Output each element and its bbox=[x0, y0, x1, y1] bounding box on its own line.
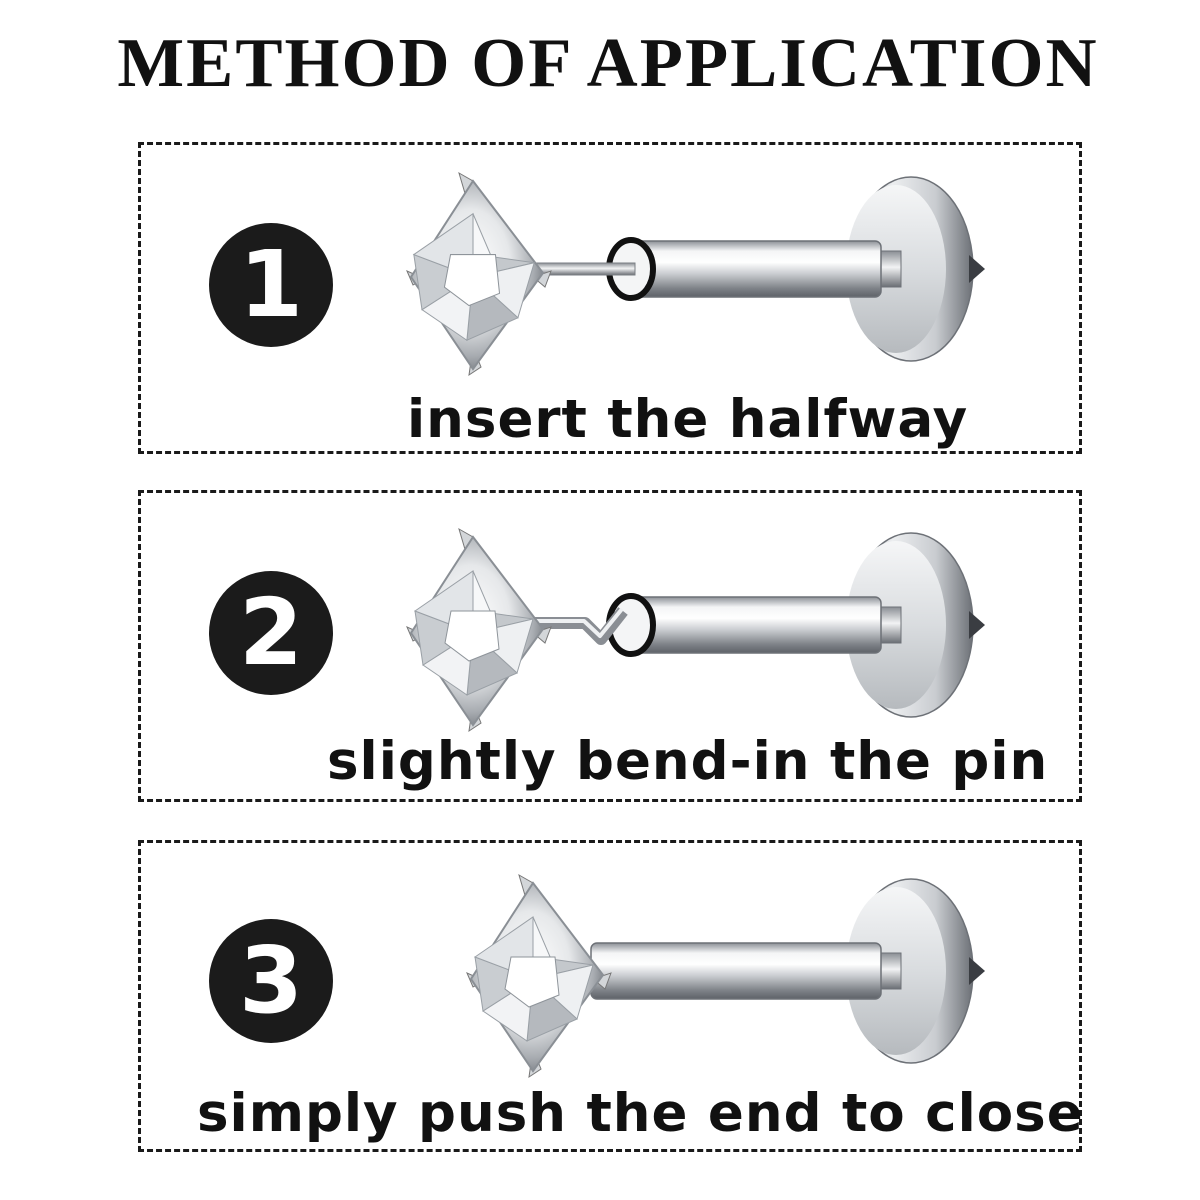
labret-stud-illustration bbox=[466, 873, 985, 1079]
step-2-panel: 2 slightly bend-in the pin bbox=[138, 490, 1082, 802]
step-1-panel: 1 insert the halfway bbox=[138, 142, 1082, 454]
step-number-badge: 2 bbox=[209, 571, 333, 695]
step-caption: slightly bend-in the pin bbox=[327, 731, 1049, 792]
step-caption: insert the halfway bbox=[407, 389, 969, 450]
labret-stud-illustration bbox=[406, 527, 985, 733]
step-number-badge: 1 bbox=[209, 223, 333, 347]
step-number-badge: 3 bbox=[209, 919, 333, 1043]
labret-stud-illustration bbox=[406, 171, 985, 377]
step-3-panel: 3 simply push the end to close bbox=[138, 840, 1084, 1152]
step-caption: simply push the end to close bbox=[197, 1083, 1084, 1144]
page-title: METHOD OF APPLICATION bbox=[117, 25, 1099, 102]
